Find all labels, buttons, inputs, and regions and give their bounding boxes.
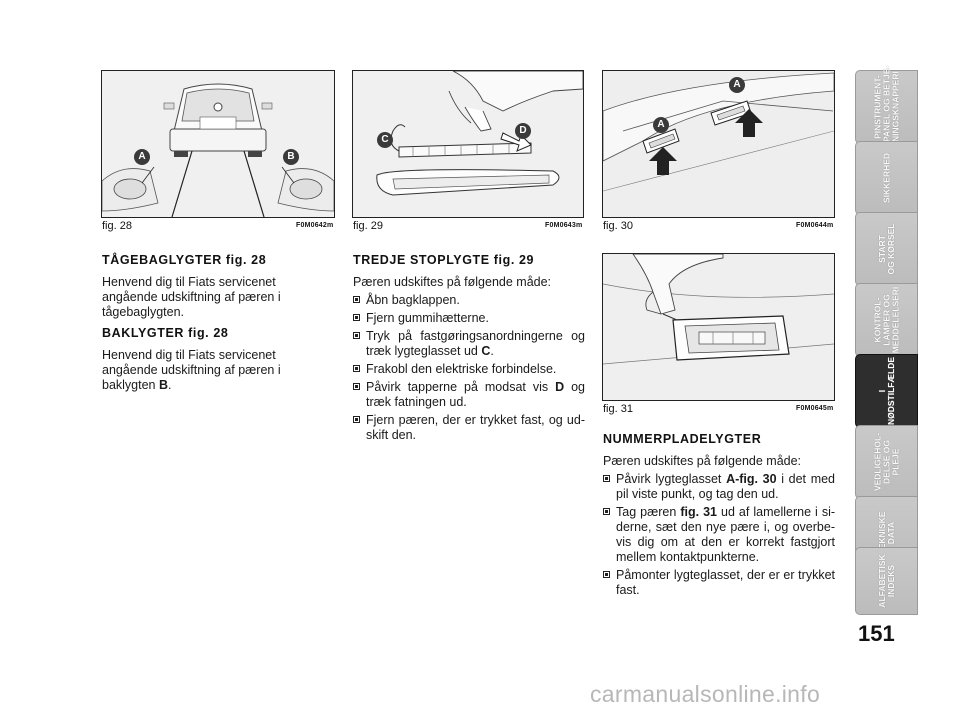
- fig-28-code: F0M0642m: [296, 222, 334, 229]
- fig-29-caption: fig. 29: [353, 220, 383, 232]
- tab-safety[interactable]: SIKKERHED: [855, 141, 918, 215]
- list-item: Påvirk tapperne på modsat vis D og træk …: [353, 380, 585, 410]
- figure-28: A B: [101, 70, 335, 218]
- checkbox-bullet-icon: [353, 383, 360, 390]
- fig-30-caption: fig. 30: [603, 220, 633, 232]
- heading-rear-fog-lights: TÅGEBAGLYGTER fig. 28: [102, 253, 267, 267]
- steps-third-brake-light: Åbn bagklappen. Fjern gummihætterne. Try…: [353, 293, 585, 446]
- fig-28-caption: fig. 28: [102, 220, 132, 232]
- rear-car-illustration: [102, 71, 334, 217]
- checkbox-bullet-icon: [353, 332, 360, 339]
- label-a2: A: [733, 79, 741, 90]
- fig-31-code: F0M0645m: [796, 405, 834, 412]
- intro-third-brake-light: Pæren udskiftes på følgende måde:: [353, 275, 552, 289]
- list-item: Åbn bagklappen.: [353, 293, 585, 308]
- checkbox-bullet-icon: [353, 296, 360, 303]
- reversing-text-end: .: [168, 378, 172, 392]
- bulb-replacement-illustration: [603, 254, 834, 400]
- label-d-bubble: D: [515, 123, 531, 139]
- label-a: A: [138, 151, 146, 162]
- license-plate-lights-illustration: [603, 71, 834, 217]
- list-item: Tag pæren fig. 31 ud af lamellerne i si-…: [603, 505, 835, 565]
- list-item: Frakobl den elektriske forbindelse.: [353, 362, 585, 377]
- tab-maintenance[interactable]: VEDLIGEHOL- DELSE OG PLEJE: [855, 425, 918, 499]
- checkbox-bullet-icon: [353, 416, 360, 423]
- list-item: Fjern pæren, der er trykket fast, og ud-…: [353, 413, 585, 443]
- list-item: Fjern gummihætterne.: [353, 311, 585, 326]
- tab-warning-lights[interactable]: KONTROL- LAMPER OG MEDDELELSERI: [855, 283, 918, 357]
- tab-instrument-panel[interactable]: PINSTRUMENT- PANEL OG BETJE- NINGSKNAPPE…: [855, 66, 918, 144]
- fig-29-code: F0M0643m: [545, 222, 583, 229]
- label-c: C: [381, 134, 389, 145]
- rear-fog-text: Henvend dig til Fiats servicenet angåend…: [102, 275, 281, 319]
- fig-31-caption: fig. 31: [603, 403, 633, 415]
- label-a1: A: [657, 119, 665, 130]
- label-d: D: [519, 125, 527, 136]
- reversing-bold-b: B: [158, 378, 169, 392]
- paragraph-rear-fog-lights: Henvend dig til Fiats servicenet angåend…: [102, 275, 334, 320]
- label-c-bubble: C: [377, 132, 393, 148]
- watermark: carmanualsonline.info: [590, 681, 821, 707]
- label-b: B: [287, 151, 295, 162]
- heading-license-plate-lights: NUMMERPLADELYGTER: [603, 432, 762, 446]
- label-a-bubble: A: [134, 149, 150, 165]
- checkbox-bullet-icon: [603, 475, 610, 482]
- tab-index[interactable]: ALFABETISK INDEKS: [855, 547, 918, 615]
- label-b-bubble: B: [283, 149, 299, 165]
- checkbox-bullet-icon: [603, 508, 610, 515]
- third-brake-light-illustration: [353, 71, 583, 217]
- list-item: Påmonter lygteglasset, der er er trykket…: [603, 568, 835, 598]
- checkbox-bullet-icon: [603, 571, 610, 578]
- checkbox-bullet-icon: [353, 314, 360, 321]
- figure-31: [602, 253, 835, 401]
- heading-reversing-lights: BAKLYGTER fig. 28: [102, 326, 229, 340]
- steps-license-plate-lights: Påvirk lygteglasset A-fig. 30 i det med …: [603, 472, 835, 601]
- heading-third-brake-light: TREDJE STOPLYGTE fig. 29: [353, 253, 535, 267]
- page-number: 151: [858, 621, 895, 646]
- list-item: Tryk på fastgøringsanordningerne og træk…: [353, 329, 585, 359]
- figure-29: C D: [352, 70, 584, 218]
- intro-license-plate-lights: Pæren udskiftes på følgende måde:: [603, 454, 802, 468]
- checkbox-bullet-icon: [353, 365, 360, 372]
- label-a2-bubble: A: [729, 77, 745, 93]
- paragraph-reversing-lights: Henvend dig til Fiats servicenet angåend…: [102, 348, 334, 393]
- reversing-text: Henvend dig til Fiats servicenet angåend…: [102, 348, 281, 392]
- label-a1-bubble: A: [653, 117, 669, 133]
- tab-emergency[interactable]: I NØDSTILFÆLDE: [855, 354, 918, 428]
- tab-starting-driving[interactable]: START OG KØRSEL: [855, 212, 918, 286]
- list-item: Påvirk lygteglasset A-fig. 30 i det med …: [603, 472, 835, 502]
- fig-30-code: F0M0644m: [796, 222, 834, 229]
- figure-30: A A: [602, 70, 835, 218]
